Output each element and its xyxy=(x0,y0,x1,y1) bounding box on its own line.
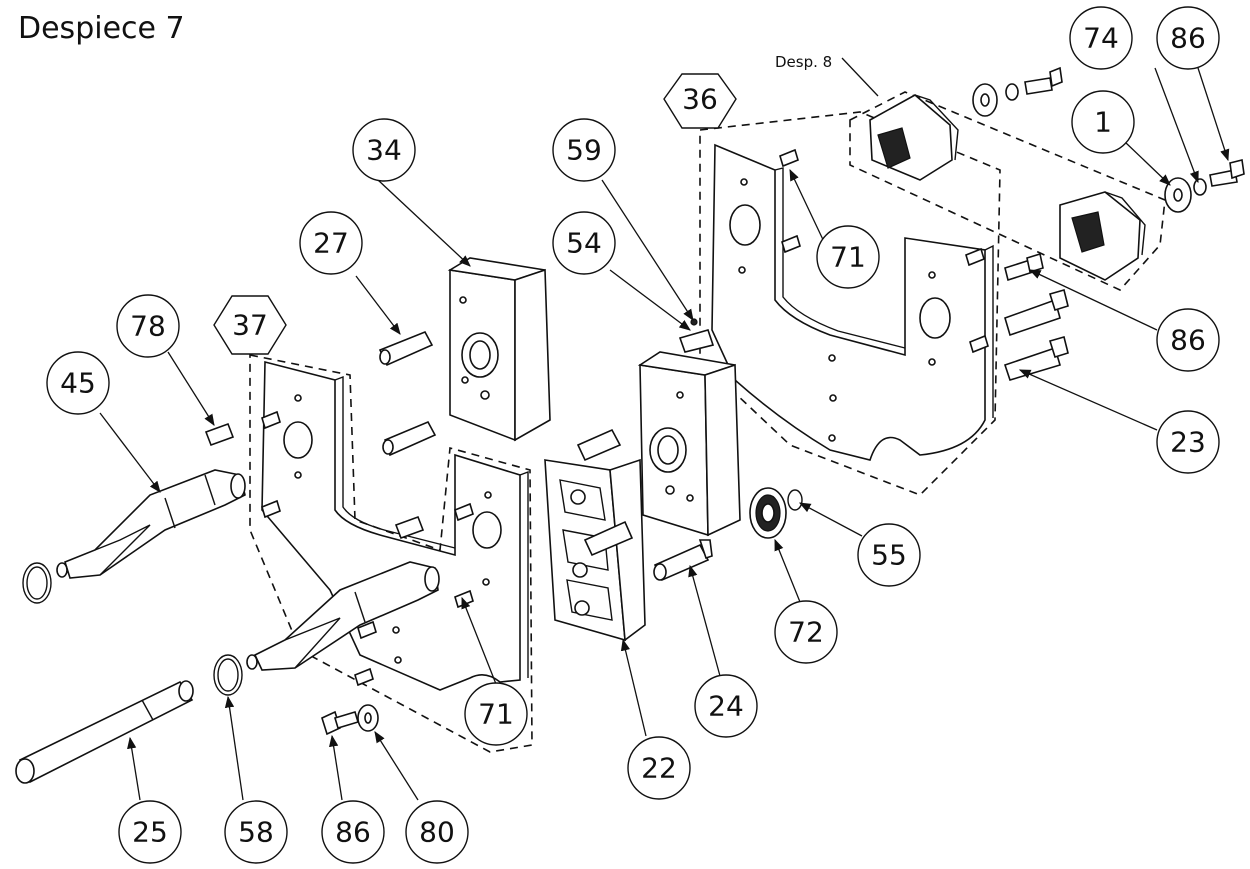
callout-59: 59 xyxy=(552,118,616,182)
side-plate-36 xyxy=(711,143,994,461)
svg-text:22: 22 xyxy=(641,752,677,785)
callout-36: 36 xyxy=(663,73,737,129)
svg-text:23: 23 xyxy=(1170,426,1206,459)
desp8-outline xyxy=(849,91,1166,291)
svg-text:24: 24 xyxy=(708,690,744,723)
callout-1: 1 xyxy=(1071,90,1135,154)
svg-text:27: 27 xyxy=(313,227,349,260)
bolts-right xyxy=(1003,252,1069,381)
svg-text:78: 78 xyxy=(130,310,166,343)
washer-80 xyxy=(357,704,379,732)
bolts-71-upper xyxy=(779,148,989,354)
svg-text:59: 59 xyxy=(566,134,602,167)
svg-text:36: 36 xyxy=(682,83,718,116)
callout-22: 22 xyxy=(627,736,691,800)
callout-71-upper: 71 xyxy=(816,225,880,289)
svg-text:71: 71 xyxy=(478,698,514,731)
svg-text:71: 71 xyxy=(830,241,866,274)
washer-bolt-set-upper xyxy=(972,66,1063,117)
callout-23: 23 xyxy=(1156,410,1220,474)
cam-block-upper xyxy=(869,94,959,181)
bearing-block-34 xyxy=(447,257,551,442)
callout-25: 25 xyxy=(118,800,182,864)
callout-34: 34 xyxy=(352,118,416,182)
shaft-45-lower xyxy=(246,561,440,671)
circlip-58 xyxy=(213,654,243,696)
shaft-25 xyxy=(15,680,194,784)
svg-text:86: 86 xyxy=(335,816,371,849)
pin-24 xyxy=(653,539,713,582)
svg-text:72: 72 xyxy=(788,616,824,649)
svg-text:80: 80 xyxy=(419,816,455,849)
callout-86-top: 86 xyxy=(1156,6,1220,70)
bolt-86-bottom xyxy=(321,710,359,736)
svg-text:74: 74 xyxy=(1083,22,1119,55)
leader-lines xyxy=(99,57,1230,801)
pins-27 xyxy=(378,330,437,457)
callout-24: 24 xyxy=(694,674,758,738)
bearing-block-upper xyxy=(637,351,741,537)
group-37-outline xyxy=(249,354,533,753)
svg-text:25: 25 xyxy=(132,816,168,849)
svg-text:86: 86 xyxy=(1170,324,1206,357)
keys-78 xyxy=(204,422,425,540)
callout-27: 27 xyxy=(299,211,363,275)
callout-78: 78 xyxy=(116,294,180,358)
housing-22 xyxy=(544,458,646,642)
svg-text:55: 55 xyxy=(871,539,907,572)
svg-text:54: 54 xyxy=(566,227,602,260)
svg-text:86: 86 xyxy=(1170,22,1206,55)
key-54-pin-59 xyxy=(678,318,715,353)
svg-text:58: 58 xyxy=(238,816,274,849)
callout-72: 72 xyxy=(774,600,838,664)
callout-45: 45 xyxy=(46,351,110,415)
bolts-71-lower xyxy=(261,410,474,687)
svg-text:34: 34 xyxy=(366,134,402,167)
callout-55: 55 xyxy=(857,523,921,587)
side-plate-37 xyxy=(261,360,529,691)
drawing-title: Despiece 7 xyxy=(18,11,185,46)
callout-86-right: 86 xyxy=(1156,308,1220,372)
callout-58: 58 xyxy=(224,800,288,864)
washer-bolt-set-right xyxy=(1164,159,1245,213)
cam-block-lower xyxy=(1059,191,1146,281)
pins-housing xyxy=(576,428,634,557)
callout-80: 80 xyxy=(405,800,469,864)
svg-text:45: 45 xyxy=(60,367,96,400)
circlip-55 xyxy=(787,489,803,511)
callout-74: 74 xyxy=(1069,6,1133,70)
bearing-72 xyxy=(749,487,787,539)
desp8-reference-label: Desp. 8 xyxy=(775,53,832,71)
circlip-left xyxy=(22,562,52,604)
callout-54: 54 xyxy=(552,211,616,275)
svg-text:1: 1 xyxy=(1094,106,1112,139)
svg-text:37: 37 xyxy=(232,309,268,342)
callout-86-bottom: 86 xyxy=(321,800,385,864)
callout-71-lower: 71 xyxy=(464,682,528,746)
shaft-45-upper xyxy=(56,469,246,579)
callout-37: 37 xyxy=(213,295,287,355)
